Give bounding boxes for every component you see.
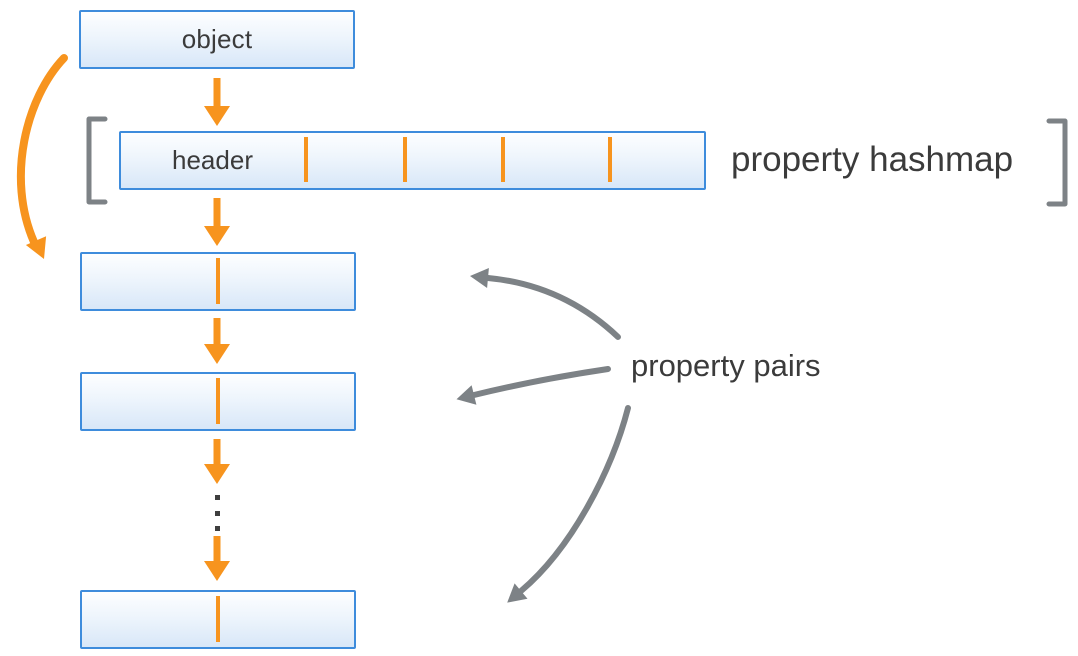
pair-divider <box>216 378 220 424</box>
pair-divider <box>216 258 220 304</box>
arrow-pairs-to-pair3 <box>507 405 631 603</box>
arrow-pairs-to-pair1 <box>470 268 621 340</box>
hashmap-slot-divider <box>501 137 505 182</box>
ellipsis-dot <box>215 526 220 531</box>
property-pairs-annotation: property pairs <box>631 348 821 383</box>
hashmap-slot-divider <box>403 137 407 182</box>
arrow-pairs-to-pair2 <box>456 366 611 405</box>
arrow-pair2-to-ellipsis <box>204 439 230 484</box>
vertical-ellipsis <box>215 495 220 531</box>
object-box: object <box>79 10 355 69</box>
hashmap-slot-divider <box>304 137 308 182</box>
ellipsis-dot <box>215 510 220 516</box>
arrow-object-to-hashmap <box>204 78 230 126</box>
arrow-ellipsis-to-pair3 <box>204 536 230 581</box>
arrow-object-to-pairs-curved <box>16 54 68 259</box>
ellipsis-dot <box>215 495 220 500</box>
object-box-label: object <box>181 24 253 54</box>
hashmap-slot-divider <box>608 137 612 182</box>
hashmap-header-label: header <box>172 145 253 175</box>
property-pair-box-1 <box>80 252 356 311</box>
property-pair-box-3 <box>80 590 356 649</box>
pair-divider <box>216 596 220 642</box>
right-bracket <box>1046 118 1068 207</box>
property-pair-box-2 <box>80 372 356 431</box>
arrow-hashmap-to-pair1 <box>204 198 230 246</box>
arrow-pair1-to-pair2 <box>204 318 230 364</box>
property-hashmap-box: header <box>119 131 706 190</box>
left-bracket <box>86 116 108 205</box>
property-hashmap-annotation: property hashmap <box>731 140 1014 179</box>
